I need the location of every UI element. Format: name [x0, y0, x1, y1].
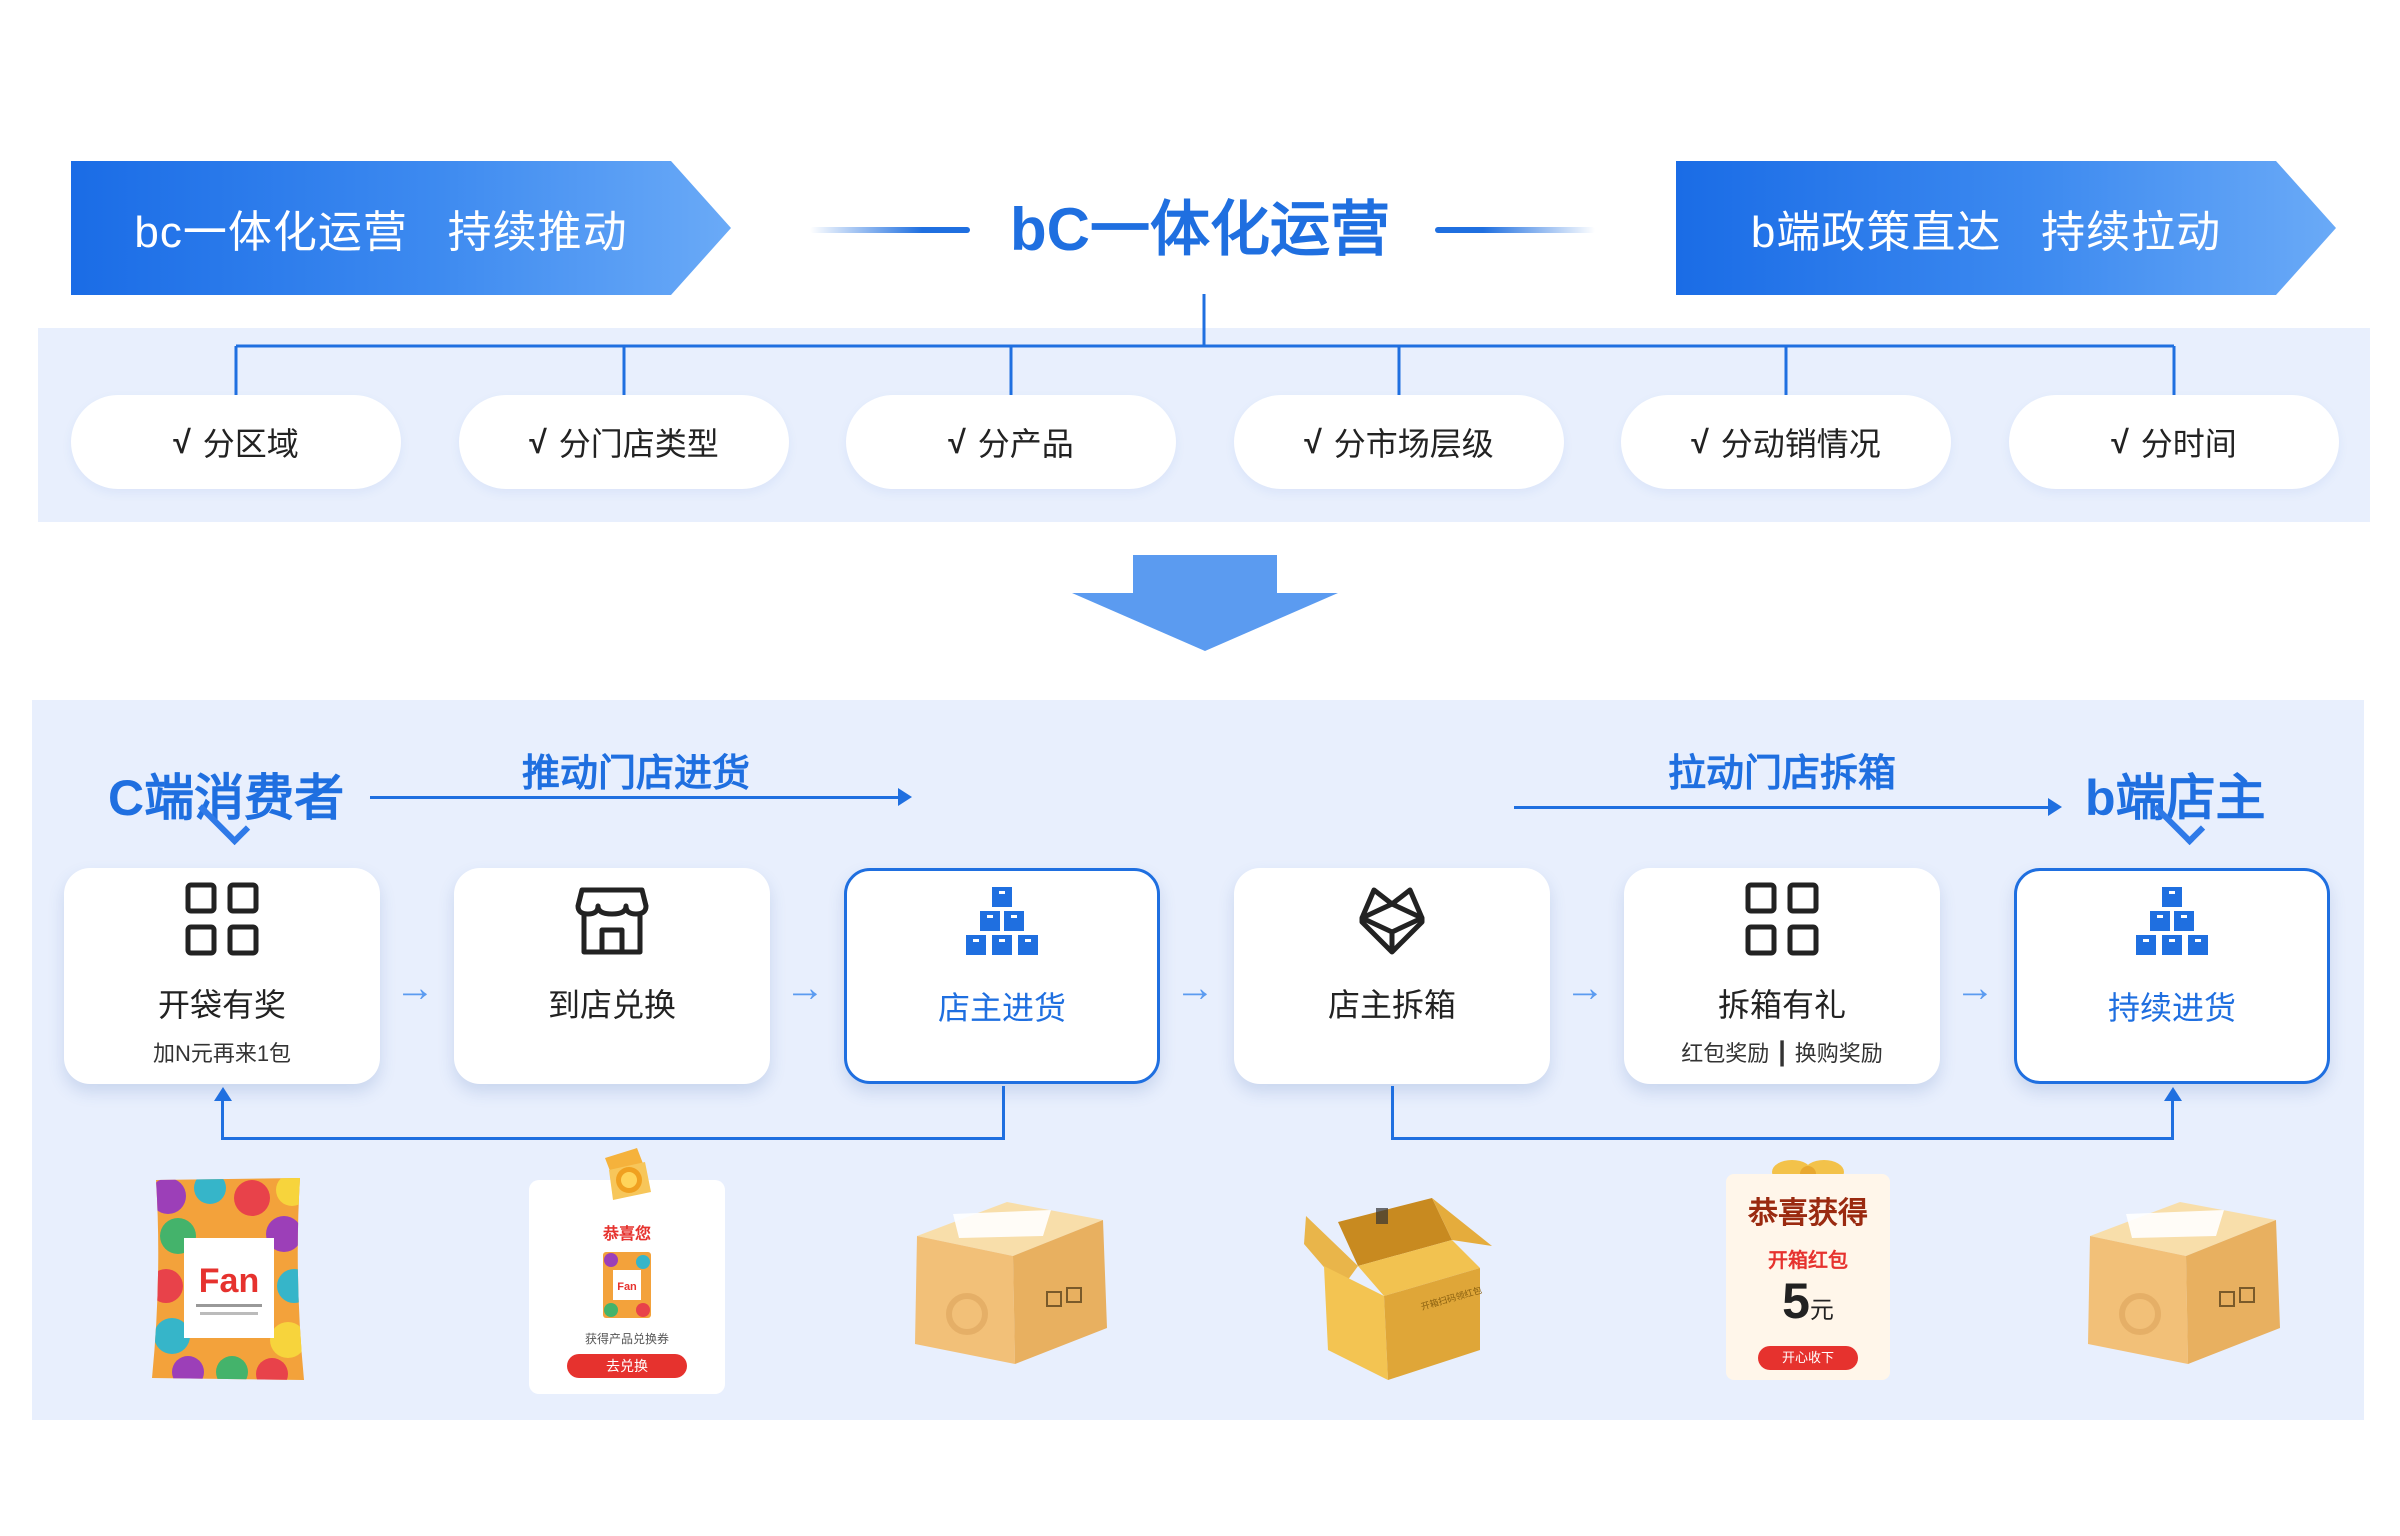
- red-packet-body: [1726, 1174, 1890, 1380]
- step-arrow-icon: →: [785, 966, 825, 1010]
- loop-left-up: [221, 1100, 224, 1140]
- title-dash-left: [810, 227, 970, 233]
- closed-box-image: [897, 1196, 1123, 1368]
- step-arrow-icon: →: [1565, 966, 1605, 1010]
- qr-code-icon: [1624, 882, 1940, 962]
- step-title: 店主拆箱: [1327, 987, 1456, 1023]
- red-packet-accept-button[interactable]: 开心收下: [1758, 1346, 1858, 1370]
- check-icon: √: [1304, 423, 1322, 460]
- step-card-unbox-gift: 拆箱有礼 红包奖励 ┃ 换购奖励: [1624, 868, 1940, 1084]
- dimension-label: 分时间: [2140, 426, 2237, 462]
- red-packet-card: 恭喜获得 开箱红包 5元 开心收下: [1718, 1154, 1898, 1382]
- loop-right-up: [2171, 1100, 2174, 1140]
- down-arrow-icon: [1133, 555, 1277, 595]
- dimension-label: 分产品: [977, 426, 1074, 462]
- step-card-store-redeem: 到店兑换: [454, 868, 770, 1084]
- dimension-pill-sales-status: √ 分动销情况: [1621, 395, 1951, 489]
- loop-right-arrow-head: [2164, 1087, 2182, 1101]
- red-packet-amount: 5: [1782, 1273, 1810, 1329]
- red-packet-unit: 元: [1809, 1297, 1834, 1324]
- push-label: 推动门店进货: [522, 753, 751, 795]
- loop-left-down: [1002, 1086, 1005, 1140]
- loop-left-bottom: [221, 1137, 1005, 1140]
- step-card-unbox: 店主拆箱: [1234, 868, 1550, 1084]
- pull-arrow-head: [2048, 798, 2062, 816]
- left-banner: bc一体化运营 持续推动: [71, 161, 731, 295]
- pull-label: 拉动门店拆箱: [1668, 753, 1897, 795]
- store-role-label: b端店主: [2085, 770, 2266, 826]
- gift-icon: [597, 1148, 657, 1202]
- dimension-pill-market-tier: √ 分市场层级: [1234, 395, 1564, 489]
- step-title: 开袋有奖: [157, 987, 286, 1023]
- coupon-desc: 获得产品兑换券: [584, 1332, 669, 1346]
- check-icon: √: [2111, 423, 2129, 460]
- step-title: 到店兑换: [547, 987, 676, 1023]
- title-dash-right: [1435, 227, 1595, 233]
- dimension-label: 分门店类型: [558, 426, 719, 462]
- dimension-label: 分区域: [202, 426, 299, 462]
- svg-text:Fan: Fan: [617, 1281, 637, 1293]
- right-banner: b端政策直达 持续拉动: [1676, 161, 2336, 295]
- step-arrow-icon: →: [395, 966, 435, 1010]
- step-card-open-bag: 开袋有奖 加N元再来1包: [64, 868, 380, 1084]
- pull-arrow-line: [1514, 806, 2050, 809]
- dimension-pill-region: √ 分区域: [71, 395, 401, 489]
- red-packet-title: 恭喜获得: [1748, 1197, 1868, 1230]
- qr-code-icon: [64, 882, 380, 962]
- coupon-redeem-button[interactable]: 去兑换: [567, 1354, 687, 1378]
- flow-panel: [32, 700, 2364, 1420]
- dimension-panel: [38, 328, 2370, 522]
- step-arrow-icon: →: [1175, 966, 1215, 1010]
- right-banner-text: b端政策直达 持续拉动: [1750, 208, 2222, 257]
- step-title: 店主进货: [937, 990, 1066, 1026]
- coupon-title: 恭喜您: [602, 1226, 651, 1243]
- boxes-stack-icon: [2017, 885, 2327, 965]
- boxes-stack-icon: [847, 885, 1157, 965]
- push-arrow-line: [370, 796, 900, 799]
- bag-brand-text: Fan: [199, 1262, 259, 1300]
- step-card-continue-restock: 持续进货: [2014, 868, 2330, 1084]
- step-subtitle: 红包奖励 ┃ 换购奖励: [1681, 1041, 1883, 1066]
- step-arrow-icon: →: [1955, 966, 1995, 1010]
- dimension-label: 分市场层级: [1333, 426, 1494, 462]
- dimension-pill-time: √ 分时间: [2009, 395, 2339, 489]
- page-title: bC一体化运营: [1010, 196, 1390, 263]
- dimension-label: 分动销情况: [1720, 426, 1881, 462]
- push-arrow-head: [898, 788, 912, 806]
- loop-right-down: [1391, 1086, 1394, 1140]
- step-title: 持续进货: [2107, 990, 2236, 1026]
- step-subtitle: 加N元再来1包: [152, 1041, 292, 1066]
- red-packet-amount-row: 5元: [1718, 1272, 1898, 1330]
- step-card-restock: 店主进货: [844, 868, 1160, 1084]
- check-icon: √: [1691, 423, 1709, 460]
- open-box-icon: [1234, 882, 1550, 962]
- down-arrow-head: [1072, 593, 1338, 651]
- open-box-image: 开箱扫码领红包: [1302, 1192, 1498, 1382]
- snack-bag-image: Fan: [148, 1176, 308, 1382]
- dimension-pill-product: √ 分产品: [846, 395, 1176, 489]
- coupon-card: 恭喜您 Fan 获得产品兑换券 去兑换: [529, 1148, 725, 1394]
- consumer-role-label: C端消费者: [108, 770, 345, 826]
- red-packet-subtitle: 开箱红包: [1768, 1250, 1848, 1272]
- check-icon: √: [529, 423, 547, 460]
- step-title: 拆箱有礼: [1717, 987, 1846, 1023]
- loop-left-arrow-head: [214, 1087, 232, 1101]
- dimension-pill-store-type: √ 分门店类型: [459, 395, 789, 489]
- mini-bag-icon: Fan: [603, 1252, 651, 1318]
- closed-box-image: [2070, 1196, 2296, 1368]
- left-banner-text: bc一体化运营 持续推动: [134, 208, 628, 257]
- check-icon: √: [948, 423, 966, 460]
- dimension-connector-lines: [234, 294, 2176, 396]
- store-icon: [454, 882, 770, 962]
- loop-right-bottom: [1391, 1137, 2174, 1140]
- check-icon: √: [173, 423, 191, 460]
